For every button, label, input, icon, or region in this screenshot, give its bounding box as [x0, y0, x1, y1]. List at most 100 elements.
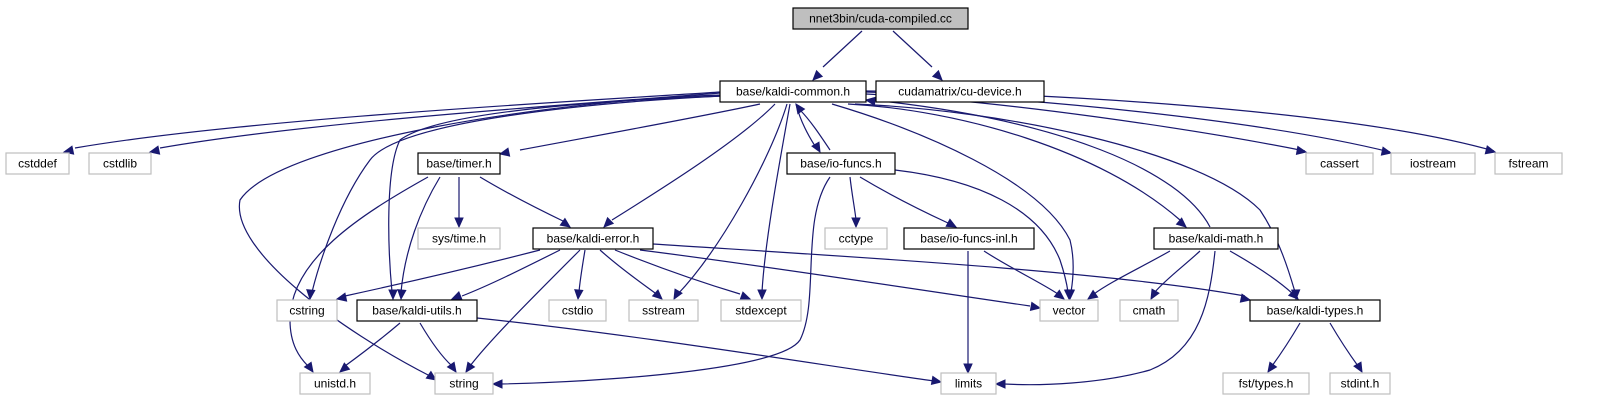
arrowhead [673, 288, 683, 301]
node-label: cudamatrix/cu-device.h [898, 85, 1021, 99]
node-ioinl[interactable]: base/io-funcs-inl.h [903, 227, 1035, 250]
arrowhead [811, 141, 821, 154]
edge-iofuncs-to-common [795, 102, 831, 151]
node-cudev[interactable]: cudamatrix/cu-device.h [875, 80, 1045, 103]
node-box [276, 299, 338, 322]
node-box [940, 372, 997, 395]
node-utils[interactable]: base/kaldi-utils.h [356, 299, 478, 322]
node-box [903, 227, 1035, 250]
node-label: sstream [642, 304, 685, 318]
edge-timer-to-unistd [289, 176, 429, 374]
node-label: base/kaldi-types.h [1267, 304, 1364, 318]
node-label: unistd.h [314, 377, 356, 391]
node-label: fst/types.h [1239, 377, 1294, 391]
edge-common-to-cstdlib [148, 92, 721, 155]
edge-error-to-sstream [599, 249, 663, 300]
edge-types-to-stdint [1329, 322, 1363, 374]
arrowhead [306, 289, 316, 301]
edge-math-to-vector [1086, 250, 1171, 300]
edge-iofuncs-to-cctype [849, 176, 861, 229]
arrowhead [1063, 289, 1074, 301]
arrowhead [930, 375, 943, 386]
node-box [1119, 299, 1179, 322]
node-box [1390, 152, 1476, 175]
nodes-layer: nnet3bin/cuda-compiled.cc base/kaldi-comm… [5, 7, 1563, 395]
node-box [1153, 227, 1279, 250]
edge-timer-to-error [479, 176, 572, 228]
edge-root-to-cudev [892, 30, 943, 81]
node-stdexcept: stdexcept [720, 299, 802, 322]
node-common[interactable]: base/kaldi-common.h [719, 80, 867, 103]
node-label: base/kaldi-utils.h [372, 304, 461, 318]
edge-iofuncs-to-ioinl [859, 176, 958, 228]
edge-utils-to-unistd [339, 322, 401, 373]
node-vector: vector [1039, 299, 1099, 322]
node-label: base/io-funcs-inl.h [920, 232, 1017, 246]
node-error[interactable]: base/kaldi-error.h [532, 227, 654, 250]
node-box [299, 372, 371, 395]
node-box [720, 299, 802, 322]
arrowhead [851, 217, 861, 229]
node-label: cctype [839, 232, 874, 246]
node-label: sys/time.h [432, 232, 486, 246]
edge-error-to-types [652, 243, 1252, 303]
edge-utils-to-limits [476, 317, 943, 386]
node-box [548, 299, 607, 322]
arrowhead [1053, 289, 1065, 300]
arrowhead [651, 289, 663, 300]
arrowhead [945, 218, 958, 228]
arrowhead [498, 147, 511, 157]
node-timer[interactable]: base/timer.h [417, 152, 501, 175]
arrowhead [812, 69, 824, 81]
node-types[interactable]: base/kaldi-types.h [1249, 299, 1381, 322]
edge-root-to-common [812, 30, 863, 81]
node-box [532, 227, 654, 250]
arrowhead [335, 292, 348, 302]
node-box [1249, 299, 1381, 322]
node-label: cstring [289, 304, 324, 318]
node-box [5, 152, 70, 175]
node-label: cstdio [562, 304, 594, 318]
arrowhead [963, 363, 973, 375]
node-fsttypes: fst/types.h [1222, 372, 1310, 395]
node-cassert: cassert [1305, 152, 1374, 175]
node-fstream: fstream [1494, 152, 1563, 175]
node-root[interactable]: nnet3bin/cuda-compiled.cc [792, 7, 969, 30]
node-box [719, 80, 867, 103]
node-iofuncs[interactable]: base/io-funcs.h [786, 152, 896, 175]
node-cstring: cstring [276, 299, 338, 322]
edge-math-to-cmath [1150, 250, 1201, 301]
edge-math-to-common [864, 96, 1211, 228]
arrowhead [491, 379, 503, 389]
edge-common-to-stdexcept [757, 103, 791, 301]
node-math[interactable]: base/kaldi-math.h [1153, 227, 1279, 250]
edge-error-to-string [465, 249, 581, 374]
node-box [1329, 372, 1391, 395]
node-label: stdint.h [1341, 377, 1380, 391]
edge-math-to-limits [994, 250, 1216, 389]
arrowhead [931, 69, 943, 81]
node-string: string [434, 372, 494, 395]
node-limits: limits [940, 372, 997, 395]
arrowhead [1175, 217, 1187, 228]
node-systime: sys/time.h [417, 227, 501, 250]
edge-iofuncs-to-string [491, 176, 831, 389]
node-label: limits [955, 377, 982, 391]
edge-common-to-timer [498, 103, 761, 157]
node-box [786, 152, 896, 175]
node-box [1494, 152, 1563, 175]
node-box [434, 372, 494, 395]
arrowhead [1484, 145, 1497, 155]
edge-ioinl-to-vector [983, 250, 1065, 300]
arrowhead [603, 216, 615, 228]
node-sstream: sstream [628, 299, 699, 322]
node-label: iostream [1410, 157, 1456, 171]
edges-layer [62, 30, 1497, 389]
edge-timer-to-utils [397, 176, 441, 301]
node-unistd: unistd.h [299, 372, 371, 395]
arrowhead [1086, 289, 1099, 300]
edge-timer-to-systime [454, 177, 464, 229]
edge-common-to-sstream [673, 103, 788, 301]
node-box [1305, 152, 1374, 175]
